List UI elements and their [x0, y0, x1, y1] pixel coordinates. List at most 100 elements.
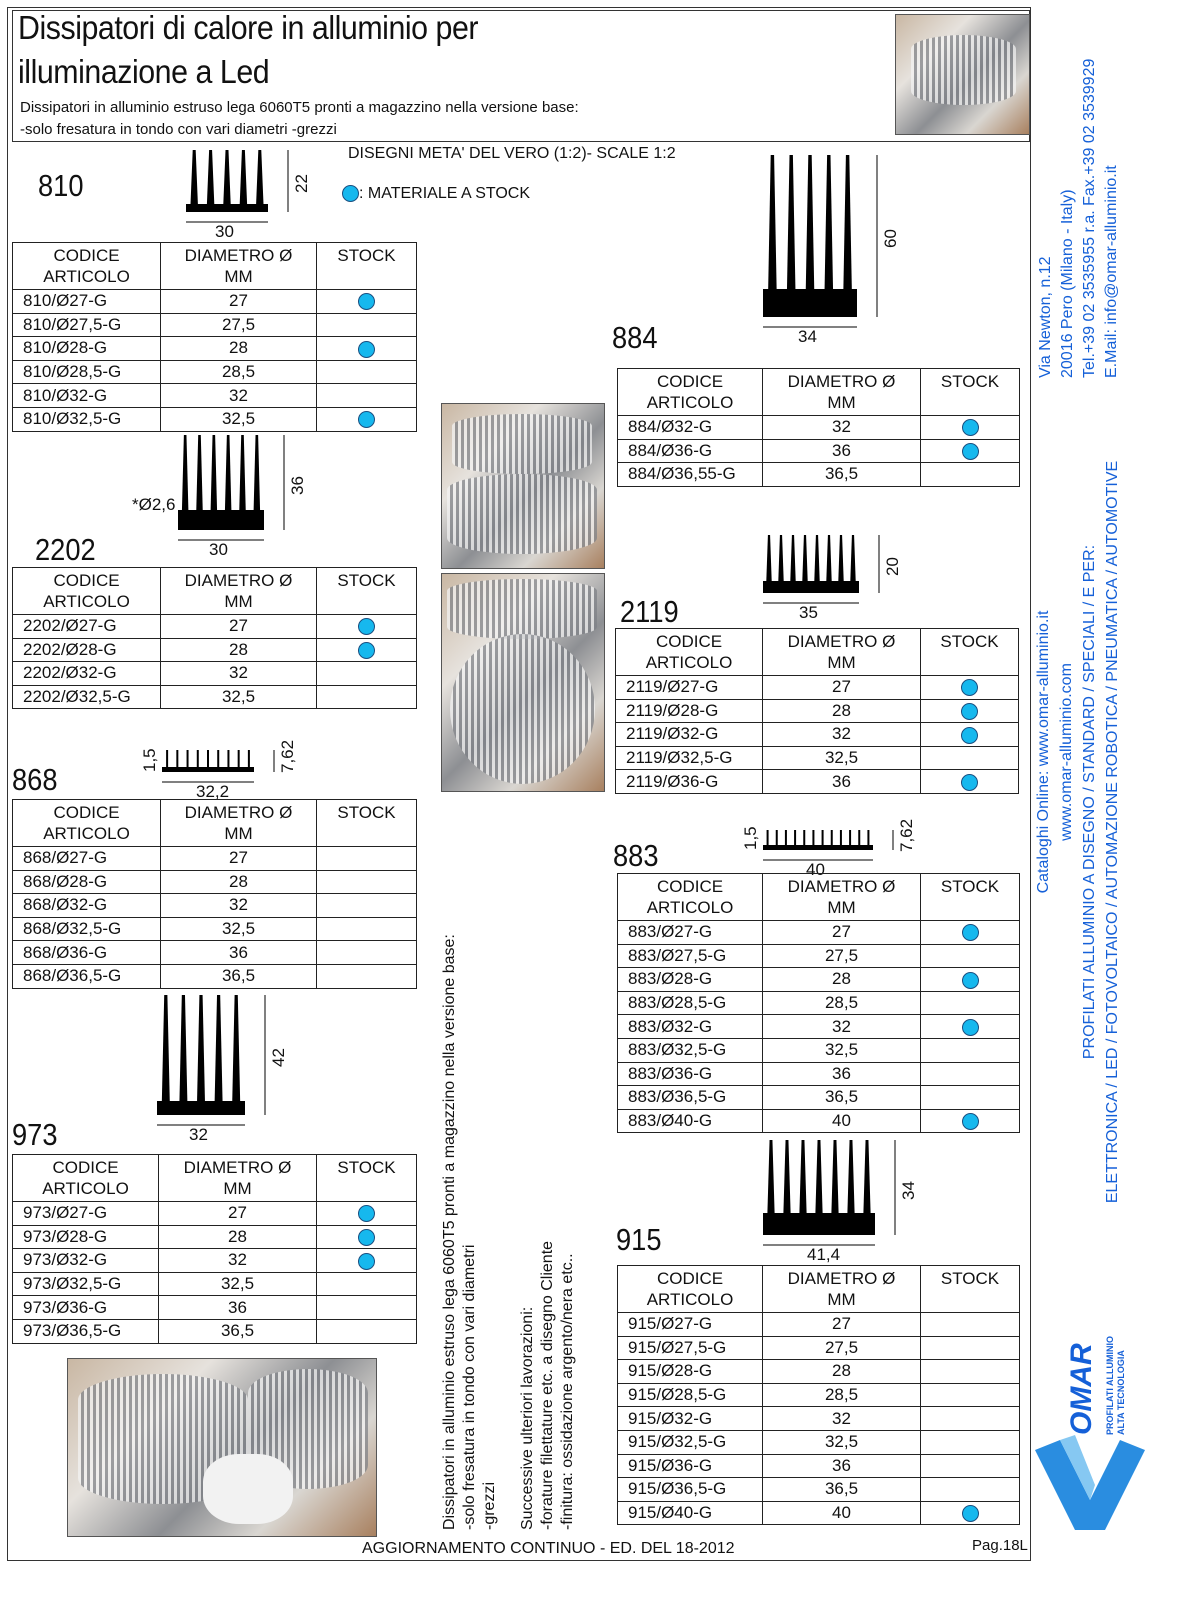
profile-fin — [223, 150, 231, 204]
item-stock — [920, 1037, 1020, 1063]
model-number: 883 — [613, 838, 659, 873]
item-code: 2202/Ø28-G — [12, 637, 161, 663]
dim-width-label: 30 — [209, 540, 228, 559]
item-stock — [920, 1406, 1020, 1431]
header-stock: STOCK — [920, 873, 1020, 921]
profile-base — [763, 289, 857, 317]
profile-fin — [778, 535, 784, 581]
item-stock — [920, 698, 1019, 724]
item-diameter: 28 — [158, 1224, 317, 1250]
item-code: 2119/Ø27-G — [615, 675, 763, 700]
item-diameter: 32 — [160, 893, 317, 918]
profile-fin — [239, 435, 246, 510]
header-stock: STOCK — [316, 567, 417, 615]
item-stock — [316, 637, 417, 663]
item-stock — [316, 406, 417, 432]
contact-block: Via Newton, n.12 20016 Pero (Milano - It… — [1035, 59, 1123, 378]
sectors-line: ELETTRONICA / LED / FOTOVOLTAICO / AUTOM… — [1104, 460, 1121, 1204]
dim-width-label: 41,4 — [807, 1245, 841, 1264]
item-stock — [316, 893, 417, 918]
stock-dot-icon — [342, 185, 359, 203]
profile-fin — [803, 830, 806, 850]
item-diameter: 27 — [762, 675, 921, 700]
item-diameter: 28 — [160, 637, 317, 663]
profile-fin — [176, 750, 179, 772]
item-diameter: 36,5 — [762, 1477, 921, 1502]
item-code: 810/Ø27-G — [12, 289, 161, 314]
item-code: 868/Ø28-G — [12, 869, 161, 895]
footer-edition: AGGIORNAMENTO CONTINUO - ED. DEL 18-2012 — [362, 1540, 735, 1557]
profile-fin — [224, 435, 232, 510]
item-diameter: 32 — [158, 1248, 317, 1273]
stock-dot-icon — [961, 924, 979, 942]
item-code: 915/Ø27-G — [617, 1312, 763, 1337]
item-stock — [920, 1382, 1020, 1408]
stock-dot-icon — [961, 773, 978, 791]
stock-dot-icon — [961, 1113, 979, 1131]
item-diameter: 36,5 — [158, 1318, 317, 1344]
item-diameter: 36 — [762, 769, 921, 794]
dim-width-label: 30 — [215, 222, 234, 241]
contact-city: 20016 Pero (Milano - Italy) — [1059, 189, 1076, 378]
profile-fin — [197, 995, 205, 1101]
item-code: 868/Ø36,5-G — [12, 963, 161, 989]
center-note-line: -solo fresatura in tondo con vari diamet… — [461, 1244, 478, 1530]
dim-hole-label: *Ø2,6 — [132, 495, 176, 514]
item-diameter: 28 — [762, 698, 921, 724]
item-diameter: 36 — [160, 940, 317, 965]
contact-address: Via Newton, n.12 — [1037, 256, 1054, 378]
profile-fin — [766, 830, 769, 850]
item-stock — [920, 415, 1020, 440]
item-stock — [316, 383, 417, 408]
profile-fin — [196, 435, 203, 510]
model-number: 2119 — [620, 594, 679, 629]
model-number: 884 — [612, 320, 658, 355]
profile-fin — [830, 830, 833, 850]
model-number: 2202 — [35, 532, 96, 567]
profile-fin — [767, 1140, 775, 1213]
item-diameter: 32,5 — [160, 406, 317, 432]
stock-dot-icon — [358, 641, 375, 659]
item-diameter: 28,5 — [762, 1382, 921, 1408]
stock-dot-icon — [358, 411, 375, 429]
item-stock — [316, 869, 417, 895]
item-diameter: 27 — [160, 846, 317, 871]
profile-fin — [794, 830, 797, 850]
profile-fin — [217, 750, 220, 772]
header-stock: STOCK — [316, 799, 417, 847]
profile-fin — [253, 435, 261, 510]
profile-fin — [766, 535, 772, 581]
item-code: 883/Ø28,5-G — [617, 990, 763, 1016]
item-diameter: 40 — [762, 1500, 921, 1526]
item-code: 883/Ø27,5-G — [617, 943, 763, 969]
item-stock — [316, 336, 417, 361]
center-note-line: Dissipatori in alluminio estruso lega 60… — [441, 934, 458, 1530]
contact-email[interactable]: E.Mail: info@omar-alluminio.it — [1103, 165, 1120, 378]
catalog-link[interactable]: Cataloghi Online: www.omar-alluminio.it — [1035, 610, 1052, 894]
website-link[interactable]: www.omar-alluminio.com — [1058, 663, 1075, 841]
